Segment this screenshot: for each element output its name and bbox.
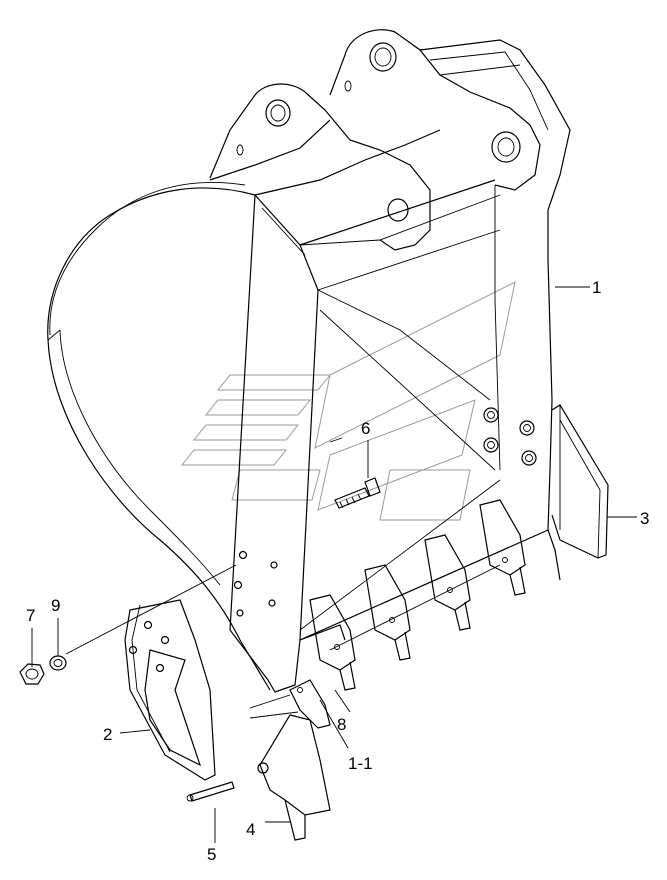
callout-1: 1 [592, 278, 601, 297]
nut-and-washer [19, 655, 67, 685]
callout-1-1: 1-1 [348, 754, 373, 773]
callout-8: 8 [337, 715, 346, 734]
callout-7: 7 [26, 606, 35, 625]
bolt [334, 477, 381, 509]
callout-3: 3 [640, 509, 649, 528]
leader-lines [31, 286, 637, 843]
tooth-exploded [186, 714, 331, 841]
callout-4: 4 [246, 820, 255, 839]
callout-9: 9 [51, 596, 60, 615]
watermark-logo [180, 281, 516, 521]
callout-5: 5 [207, 845, 216, 864]
callout-2: 2 [103, 725, 112, 744]
teeth-row [289, 499, 561, 729]
bucket-body [47, 29, 571, 693]
callout-6: 6 [361, 419, 370, 438]
side-cutter [551, 404, 609, 559]
side-protector [124, 599, 216, 781]
